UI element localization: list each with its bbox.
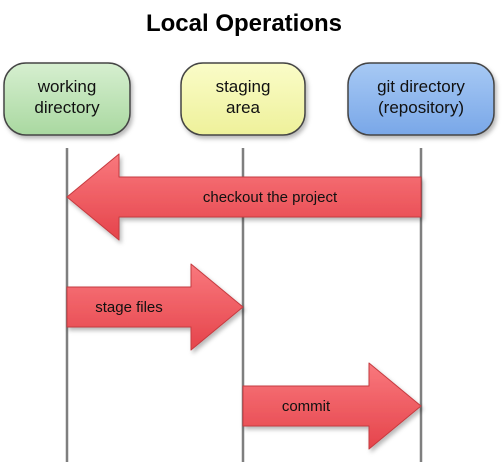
arrow-commit-label: commit bbox=[282, 398, 331, 415]
node-working: working directory bbox=[3, 62, 131, 136]
node-gitdir-box bbox=[347, 62, 495, 136]
diagram-title: Local Operations bbox=[146, 10, 342, 37]
node-staging-label-0: staging bbox=[216, 77, 271, 96]
arrow-stage: stage files bbox=[66, 263, 244, 351]
node-staging-box bbox=[180, 62, 306, 136]
arrow-checkout-shape bbox=[66, 153, 422, 241]
node-working-box bbox=[3, 62, 131, 136]
arrow-commit-shape bbox=[242, 362, 422, 450]
node-gitdir-label-0: git directory bbox=[377, 77, 465, 96]
arrow-checkout-label: checkout the project bbox=[203, 189, 338, 206]
node-staging-label-1: area bbox=[226, 98, 261, 117]
arrow-layer: checkout the project stage files commit bbox=[66, 153, 422, 450]
node-staging: staging area bbox=[180, 62, 306, 136]
node-working-label-0: working bbox=[37, 77, 97, 96]
arrow-checkout: checkout the project bbox=[66, 153, 422, 241]
arrow-commit: commit bbox=[242, 362, 422, 450]
node-gitdir-label-1: (repository) bbox=[378, 98, 464, 117]
node-working-label-1: directory bbox=[34, 98, 100, 117]
arrow-stage-label: stage files bbox=[95, 299, 163, 316]
node-layer: working directory staging area git directory… bbox=[3, 62, 495, 136]
node-gitdir: git directory (repository) bbox=[347, 62, 495, 136]
arrow-stage-shape bbox=[66, 263, 244, 351]
